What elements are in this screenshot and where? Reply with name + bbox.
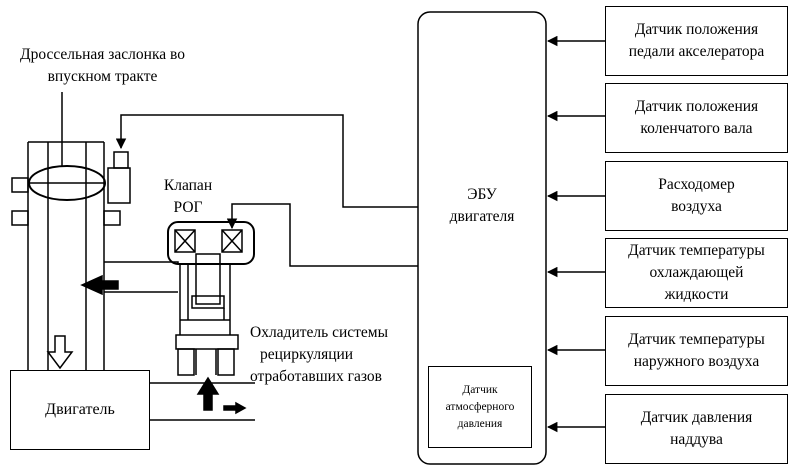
wire-ecu-egr (226, 203, 418, 267)
engine-box: Двигатель (10, 370, 150, 450)
ecu-label: ЭБУ двигателя (449, 186, 515, 225)
egr-valve-label: Клапан РОГ (163, 177, 213, 216)
engine-label: Двигатель (45, 401, 115, 418)
egr-valve (167, 221, 255, 265)
flow-arrow-up (196, 376, 220, 411)
cooler-label: Охладитель системы рециркуляции отработа… (250, 324, 389, 385)
wire-ecu-throttle (115, 114, 418, 208)
throttle-actuator (107, 167, 131, 204)
airflow-arrow-down (46, 335, 74, 370)
throttle-label: Дроссельная заслонка во впускном тракте (20, 46, 185, 85)
ecu-box (417, 11, 547, 465)
throttle-plate (28, 165, 106, 201)
flow-arrow-right (223, 401, 247, 415)
barometric-sensor-box: Датчик атмосферного давления (428, 366, 532, 448)
intake-pipe (27, 142, 105, 370)
flow-arrow-left (80, 274, 119, 296)
